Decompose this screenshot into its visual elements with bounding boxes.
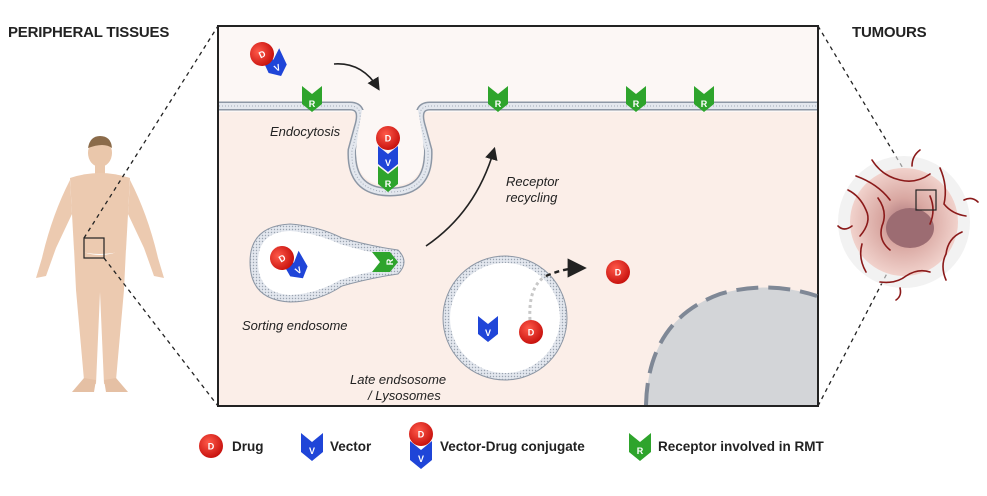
svg-text:D: D [208, 442, 215, 452]
svg-text:V: V [272, 62, 282, 74]
vector-drug-conjugate: V D [250, 42, 287, 76]
heading-peripheral-tissues: PERIPHERAL TISSUES [8, 24, 169, 41]
vector-drug-conjugate: V D [270, 246, 308, 279]
svg-text:R: R [637, 446, 644, 456]
tissue-zoom-box [83, 237, 105, 259]
svg-text:R: R [385, 179, 392, 189]
receptor-icon: R [694, 86, 714, 112]
tumour-zoom-box [915, 189, 937, 211]
svg-text:V: V [418, 454, 424, 464]
svg-text:V: V [385, 158, 391, 168]
label-late-endosome-2: / Lysosomes [367, 388, 441, 403]
legend-label-receptor: Receptor involved in RMT [658, 439, 825, 454]
late-endosome-lumen [450, 263, 560, 373]
vector-drug-conjugate: V D [376, 126, 400, 172]
svg-text:R: R [309, 99, 316, 109]
label-receptor-recycling-2: recycling [506, 190, 558, 205]
legend: D Drug V Vector V D Vector-Drug conjugat… [199, 422, 825, 469]
receptor-icon: R [372, 252, 398, 272]
svg-text:D: D [528, 328, 535, 338]
drug-icon: D [199, 434, 223, 458]
receptor-icon: R [626, 86, 646, 112]
svg-text:D: D [615, 268, 622, 278]
receptor-glyphs: R R R R R R [302, 86, 714, 272]
legend-label-conjugate: Vector-Drug conjugate [440, 439, 585, 454]
svg-text:V: V [293, 265, 303, 277]
tumour-illustration [837, 149, 979, 301]
human-figure [36, 136, 164, 392]
receptor-icon: R [629, 433, 651, 461]
legend-receptor: R Receptor involved in RMT [629, 433, 825, 461]
receptor-icon: R [488, 86, 508, 112]
svg-text:D: D [418, 430, 425, 440]
drug-icon: D [606, 260, 630, 284]
label-late-endosome-1: Late endsosome [350, 372, 446, 387]
vector-icon: V [301, 433, 323, 461]
label-receptor-recycling-1: Receptor [506, 174, 559, 189]
receptor-icon: R [378, 166, 398, 192]
legend-drug: D Drug [199, 434, 264, 458]
svg-text:R: R [633, 99, 640, 109]
endocytosis-arrow [333, 63, 380, 91]
label-sorting-endosome: Sorting endosome [242, 318, 348, 333]
legend-vector: V Vector [301, 433, 372, 461]
drug-release-arrow [545, 258, 587, 278]
sorting-endosome-lumen [258, 231, 396, 295]
label-endocytosis: Endocytosis [270, 124, 341, 139]
svg-text:R: R [495, 99, 502, 109]
receptor-icon: R [302, 86, 322, 112]
vector-icon: V [478, 316, 498, 342]
heading-tumours: TUMOURS [852, 24, 927, 41]
plasma-membrane [219, 103, 817, 195]
svg-text:V: V [309, 446, 315, 456]
molecules: V D V D V D V [250, 42, 630, 344]
svg-text:D: D [277, 252, 288, 264]
svg-text:R: R [385, 258, 395, 265]
legend-label-vector: Vector [330, 439, 372, 454]
drug-icon: D [519, 320, 543, 344]
legend-conjugate: V D Vector-Drug conjugate [409, 422, 585, 469]
svg-text:R: R [701, 99, 708, 109]
svg-text:V: V [485, 328, 491, 338]
legend-label-drug: Drug [232, 439, 264, 454]
vector-drug-conjugate: V D [409, 422, 433, 469]
recycling-arrow [425, 146, 498, 247]
svg-text:D: D [257, 48, 268, 60]
cell-panel [217, 25, 819, 407]
nucleus [646, 287, 817, 405]
svg-text:D: D [385, 134, 392, 144]
